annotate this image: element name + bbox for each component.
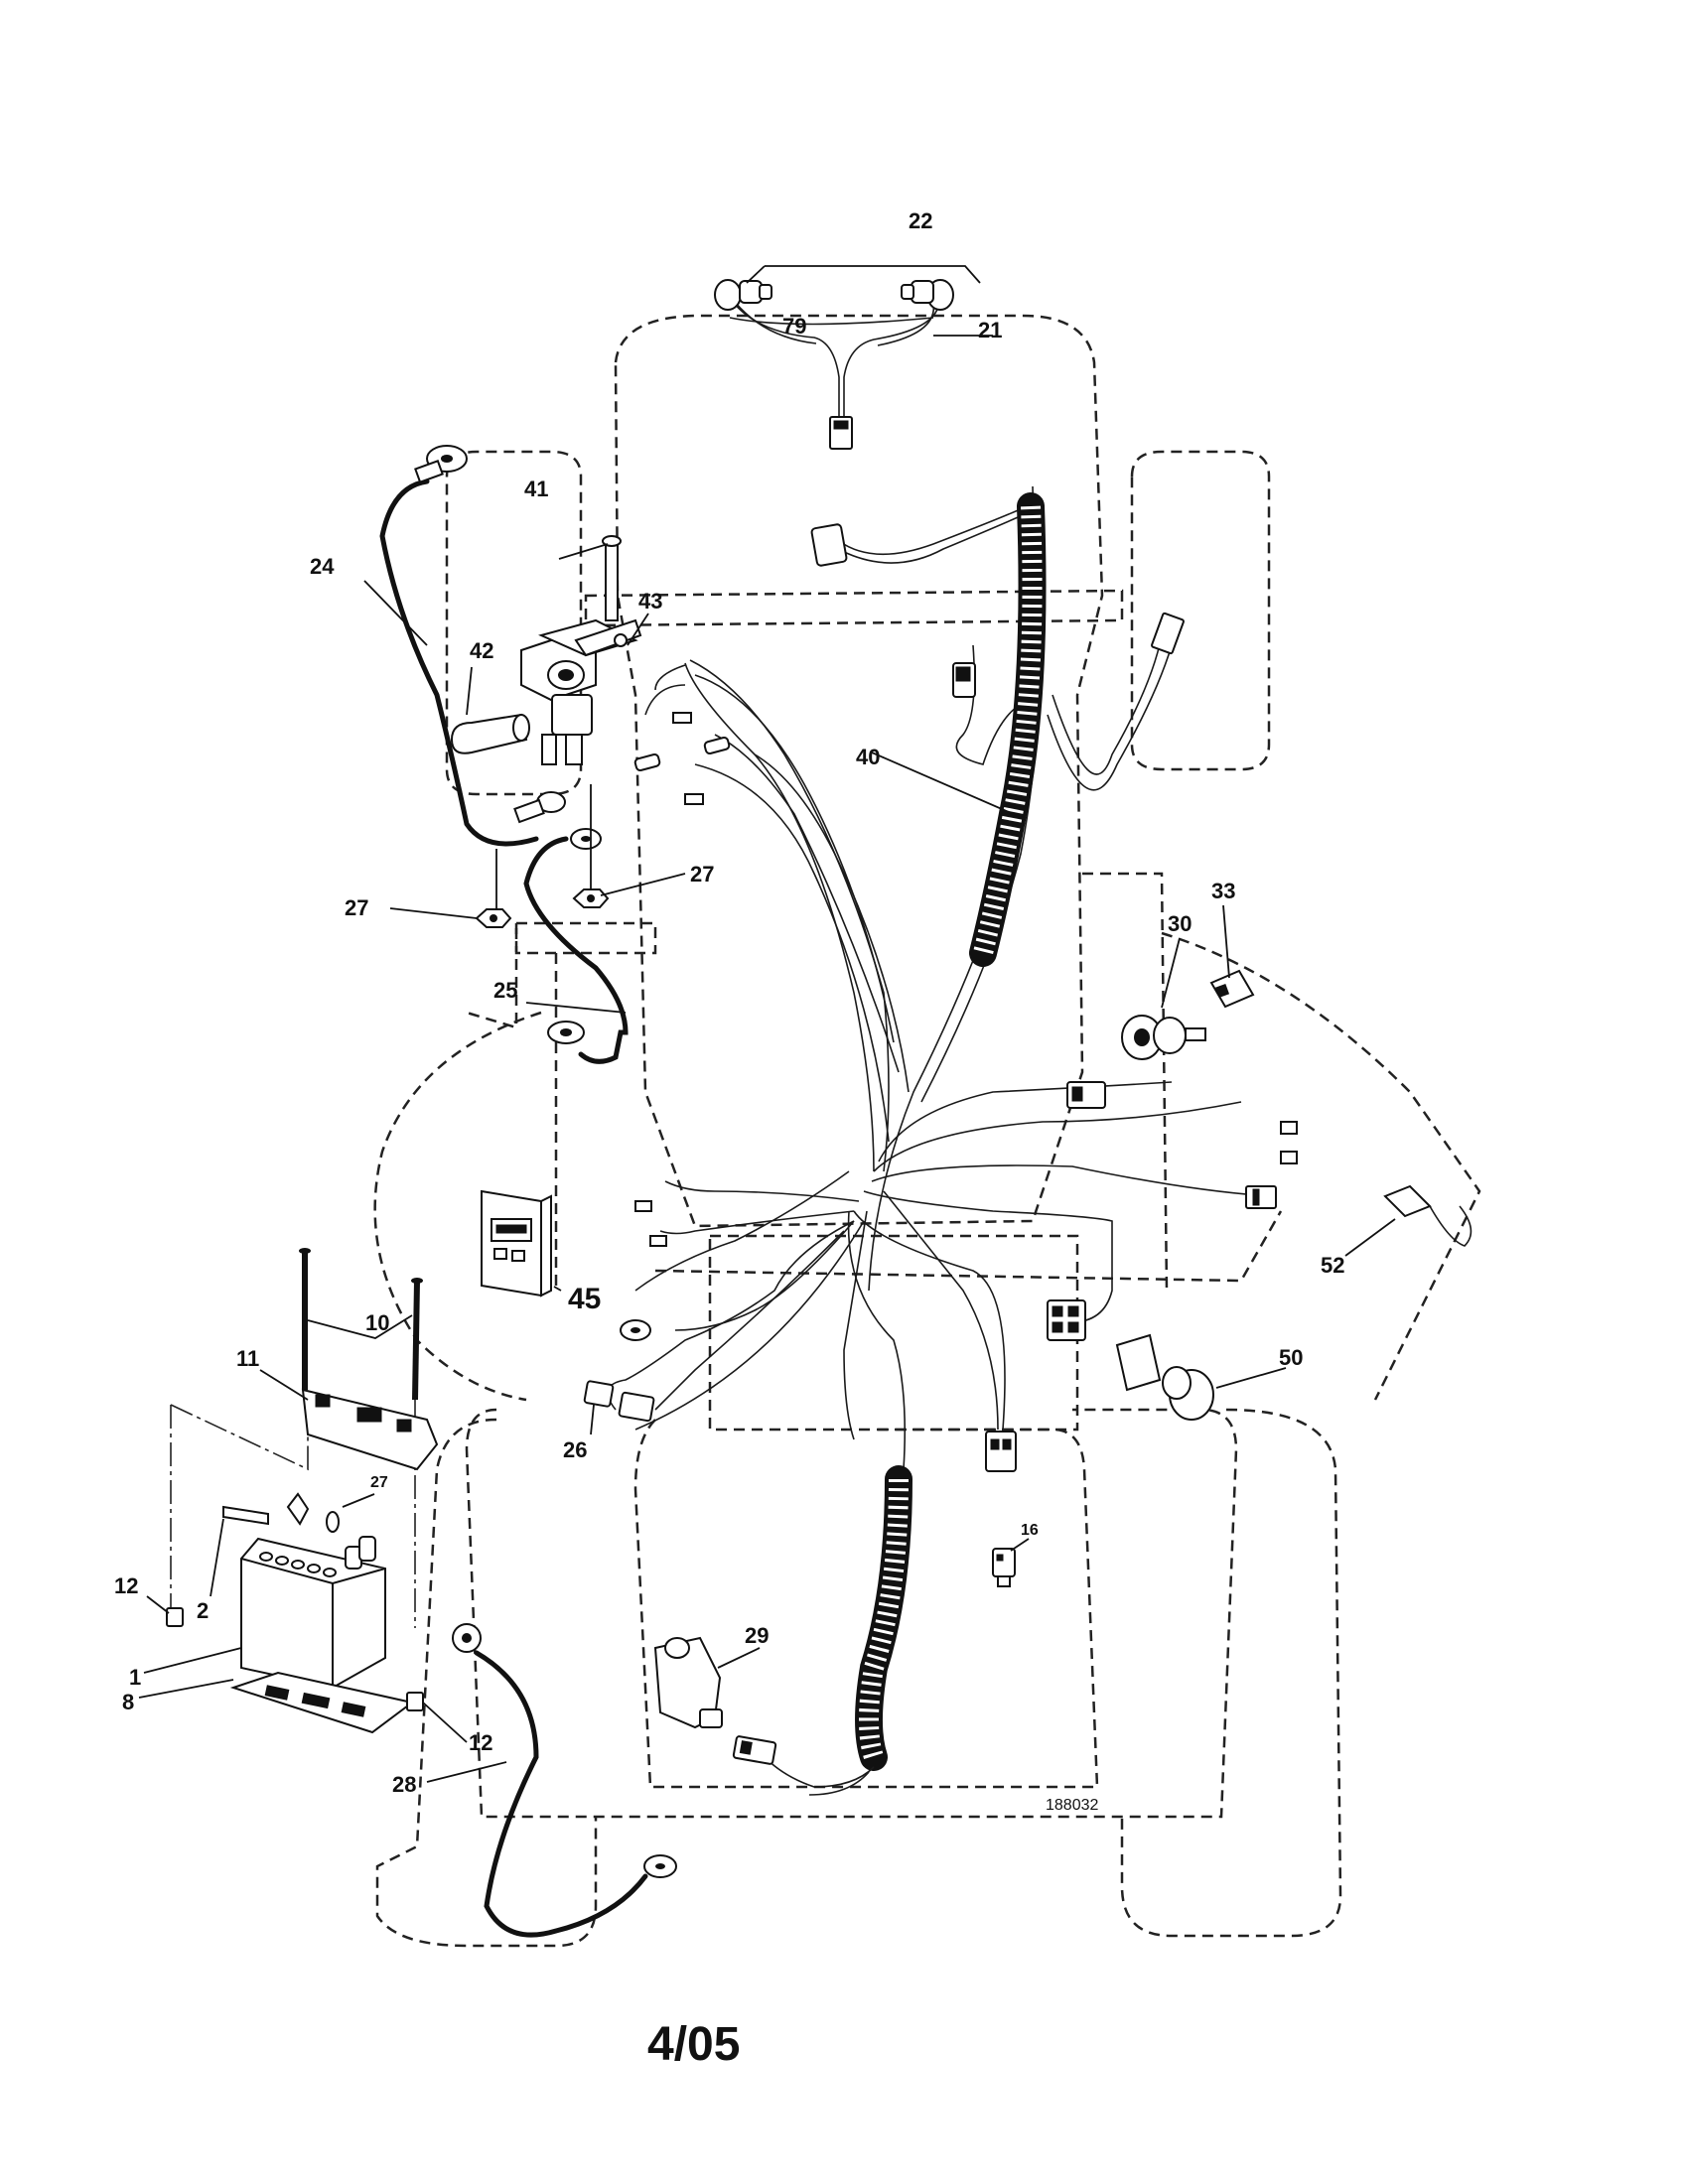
connector-26: [583, 1380, 655, 1423]
spade-terminals: [633, 712, 1298, 1247]
callout-16: 16: [1021, 1522, 1039, 1539]
callout-labels: 22 79 21 41 24 43 42 40 27 27 25 33 30 4…: [114, 208, 1344, 2071]
harness-connector-rear: [985, 1431, 1017, 1472]
callout-8: 8: [122, 1690, 134, 1714]
callout-45: 45: [568, 1283, 601, 1315]
harness-loom-lower: [855, 1465, 912, 1771]
callout-25: 25: [493, 978, 517, 1003]
hex-nut-12-right: [406, 1692, 424, 1711]
headlight-bulb-left: [714, 279, 772, 311]
callout-40: 40: [856, 745, 880, 769]
ground-cable: [452, 1623, 677, 1938]
headlight-connector: [829, 416, 853, 450]
callout-52: 52: [1321, 1253, 1344, 1278]
starter-solenoid: [520, 618, 642, 765]
callout-10: 10: [365, 1310, 389, 1335]
harness-ring-terminal: [620, 1319, 651, 1341]
callout-12a: 12: [114, 1573, 138, 1598]
page-number: 4/05: [647, 2018, 740, 2071]
callout-22: 22: [909, 208, 932, 233]
solenoid-bolt: [602, 535, 622, 621]
battery-cells: [259, 1552, 337, 1577]
harness-connector-dash: [1066, 1081, 1106, 1109]
callout-42: 42: [470, 638, 493, 663]
battery-holddown-rods: [299, 1248, 423, 1401]
starter-cable: [523, 828, 629, 1064]
callout-21: 21: [978, 318, 1002, 342]
hex-nut-27-right: [572, 888, 610, 908]
harness-connector-6pin: [1047, 1299, 1086, 1341]
callout-11: 11: [236, 1346, 259, 1371]
battery: [240, 1536, 386, 1690]
callout-33: 33: [1211, 879, 1235, 903]
harness-connector-right: [1245, 1185, 1277, 1209]
battery-bolt: [222, 1492, 340, 1533]
callout-30: 30: [1168, 911, 1192, 936]
rocker-switch: [1115, 1333, 1214, 1421]
tractor-outline: [373, 314, 1481, 1948]
harness-connector-seat: [732, 1735, 777, 1765]
callout-50: 50: [1279, 1345, 1303, 1370]
hex-nut-12-left: [166, 1607, 184, 1627]
battery-tray: [229, 1671, 415, 1734]
harness-connector-front-right: [1151, 612, 1185, 655]
callout-28: 28: [392, 1772, 416, 1797]
ignition-key-module: [1209, 969, 1255, 1009]
ignition-switch: [1121, 1015, 1206, 1060]
callout-1: 1: [129, 1665, 141, 1690]
main-wire-harness: [607, 485, 1298, 1796]
hex-nut-27-left: [475, 908, 512, 928]
callout-27c: 27: [370, 1474, 388, 1491]
seat-interlock-switch: [653, 1636, 723, 1729]
battery-holddown-bracket: [301, 1388, 439, 1471]
leader-lines: [138, 543, 1396, 1783]
callout-26: 26: [563, 1437, 587, 1462]
callout-41: 41: [524, 477, 548, 501]
positive-battery-cable: [379, 445, 566, 847]
drawing-number: 188032: [1046, 1797, 1098, 1814]
callout-27a: 27: [345, 895, 368, 920]
seat-switch: [992, 1548, 1016, 1587]
terminal-boot: [450, 713, 530, 754]
callout-29: 29: [745, 1623, 769, 1648]
harness-connector-pto: [952, 662, 976, 698]
safety-switch: [1383, 1184, 1473, 1247]
callout-2: 2: [197, 1598, 209, 1623]
callout-43: 43: [638, 589, 662, 614]
hour-meter: [481, 1189, 552, 1297]
headlight-bulb-right: [901, 279, 954, 311]
callout-12b: 12: [469, 1730, 492, 1755]
harness-loom-upper: [969, 492, 1047, 967]
headlight-harness: [714, 265, 993, 450]
callout-79: 79: [782, 314, 806, 339]
callout-24: 24: [310, 554, 335, 579]
callout-27b: 27: [690, 862, 714, 887]
